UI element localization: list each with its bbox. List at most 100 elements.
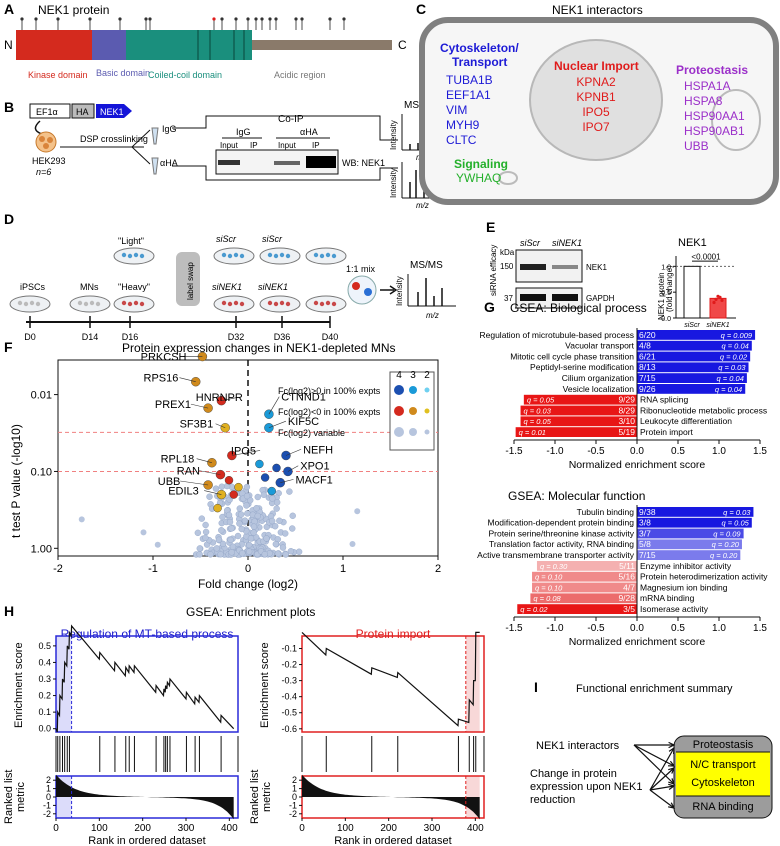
- marker-150: 150: [500, 262, 514, 271]
- es-curve: [55, 624, 235, 733]
- mixed-sample-icon: [347, 275, 377, 305]
- background-point: [273, 499, 281, 506]
- x-tick-label: siScr: [684, 322, 700, 329]
- colored-point: [267, 486, 276, 496]
- panel-h-title: GSEA: Enrichment plots: [186, 605, 315, 619]
- gene-count: 8/13: [639, 362, 656, 372]
- x-tick-label: 0.0: [630, 446, 644, 457]
- data-point: [720, 298, 724, 303]
- c-terminus-label: C: [398, 38, 407, 52]
- interactor-name: HSPA8: [684, 94, 723, 108]
- enrichment-bar: [520, 416, 637, 427]
- rank-axis-label-2: metric: [261, 782, 273, 812]
- background-point: [206, 493, 213, 500]
- arrow-head: [668, 741, 676, 749]
- ipsc-dish: [9, 295, 51, 313]
- q-value: q = 0.03: [723, 508, 751, 517]
- enrichment-bar: [515, 427, 637, 437]
- ptm-site-dot: [56, 17, 60, 21]
- background-point: [154, 541, 161, 548]
- term-label: Vesicle localization: [563, 384, 635, 394]
- term-label: Vacuolar transport: [565, 341, 634, 351]
- term-label: Cilium organization: [562, 373, 635, 383]
- legend-marker: [424, 408, 430, 414]
- background-point: [269, 495, 276, 502]
- term-label: Magnesium ion binding: [640, 582, 728, 592]
- q-value: q = 0.04: [715, 385, 742, 394]
- mns-label: MNs: [80, 282, 99, 292]
- enrichment-bar: [637, 384, 746, 394]
- siscr-label: siScr: [216, 234, 237, 244]
- ptm-site-dot: [234, 17, 238, 21]
- panel-letter-a: A: [4, 1, 14, 17]
- kda-label: kDa: [500, 248, 515, 257]
- data-point: [714, 297, 718, 301]
- group-header-nuclear-import: Nuclear Import: [554, 59, 639, 73]
- ptm-site-dot: [274, 17, 278, 21]
- arrow-head: [389, 285, 398, 295]
- background-point: [243, 483, 251, 491]
- blot-band: [520, 294, 546, 301]
- mz-label: m/z: [416, 201, 429, 210]
- ptm-site-dot: [268, 17, 272, 21]
- arrow-line: [633, 744, 675, 785]
- panel-letter-c: C: [416, 1, 426, 17]
- n-terminus-label: N: [4, 38, 13, 52]
- background-point: [243, 502, 250, 509]
- x-tick-label: 0.5: [671, 623, 685, 634]
- y-tick-label: -2: [43, 809, 51, 819]
- q-value: q = 0.09: [713, 529, 741, 538]
- kinase-domain-label: Kinase domain: [28, 70, 88, 80]
- gapdh-blot-image: [515, 287, 583, 309]
- lane-group-igg: IgG: [236, 127, 251, 137]
- x-tick-label: 200: [380, 823, 397, 834]
- x-axis-label: Normalized enrichment score: [569, 459, 706, 471]
- dish-cell: [77, 300, 83, 306]
- panel-letter-e: E: [486, 219, 495, 235]
- arrow-head: [668, 746, 675, 755]
- point-label: XPO1: [300, 461, 329, 473]
- gene-count: 3/7: [639, 528, 651, 538]
- bar: [709, 297, 727, 319]
- intensity-label: Intensity: [389, 120, 398, 150]
- y-tick-label: 0.3: [38, 674, 51, 684]
- highlight-box: [676, 752, 770, 796]
- legend-row-label: Fc(log2) variable: [278, 428, 345, 438]
- dsp-label: DSP crosslinking: [80, 134, 148, 144]
- point-label: NEFH: [303, 444, 333, 456]
- background-point: [349, 541, 356, 548]
- wb-label: WB: NEK1: [342, 158, 385, 168]
- enrichment-bar: [637, 539, 742, 550]
- term-label: Regulation of microtubule-based process: [479, 330, 634, 340]
- target-cytoskeleton: Cytoskeleton: [691, 777, 755, 789]
- light-dish: [113, 247, 155, 265]
- y-tick-label: -2: [289, 809, 297, 819]
- y-tick-label: -0.4: [281, 692, 297, 702]
- enrichment-bar: [637, 362, 749, 373]
- background-point: [234, 532, 242, 540]
- background-point: [243, 492, 251, 500]
- panel-h: GSEA: Enrichment plots Regulation of MT-…: [3, 605, 485, 846]
- label-leader: [190, 403, 209, 409]
- gene-count: 9/28: [618, 593, 635, 603]
- label-leader: [196, 458, 212, 464]
- interactor-name: EEF1A1: [446, 88, 491, 102]
- background-point: [215, 536, 223, 543]
- dish-cell: [313, 300, 319, 306]
- q-value: q = 0.05: [524, 417, 552, 426]
- label-leader: [204, 490, 222, 495]
- gene-count: 5/19: [618, 427, 635, 437]
- y-tick-label: 0: [46, 792, 51, 802]
- cell-dot: [47, 137, 53, 143]
- ptm-site-dot: [246, 17, 250, 21]
- target-proteostasis: Proteostasis: [693, 739, 754, 751]
- background-point: [263, 535, 270, 542]
- arrow-head: [668, 783, 676, 790]
- lane-group-aha: αHA: [300, 127, 318, 137]
- ipsc-label: iPSCs: [20, 282, 46, 292]
- y-tick-label: 0.4: [38, 657, 51, 667]
- x-tick-label: -1.5: [505, 446, 523, 457]
- panel-letter-b: B: [4, 99, 14, 115]
- timeline-label: D40: [322, 332, 339, 342]
- point-label: CTNND1: [281, 392, 326, 404]
